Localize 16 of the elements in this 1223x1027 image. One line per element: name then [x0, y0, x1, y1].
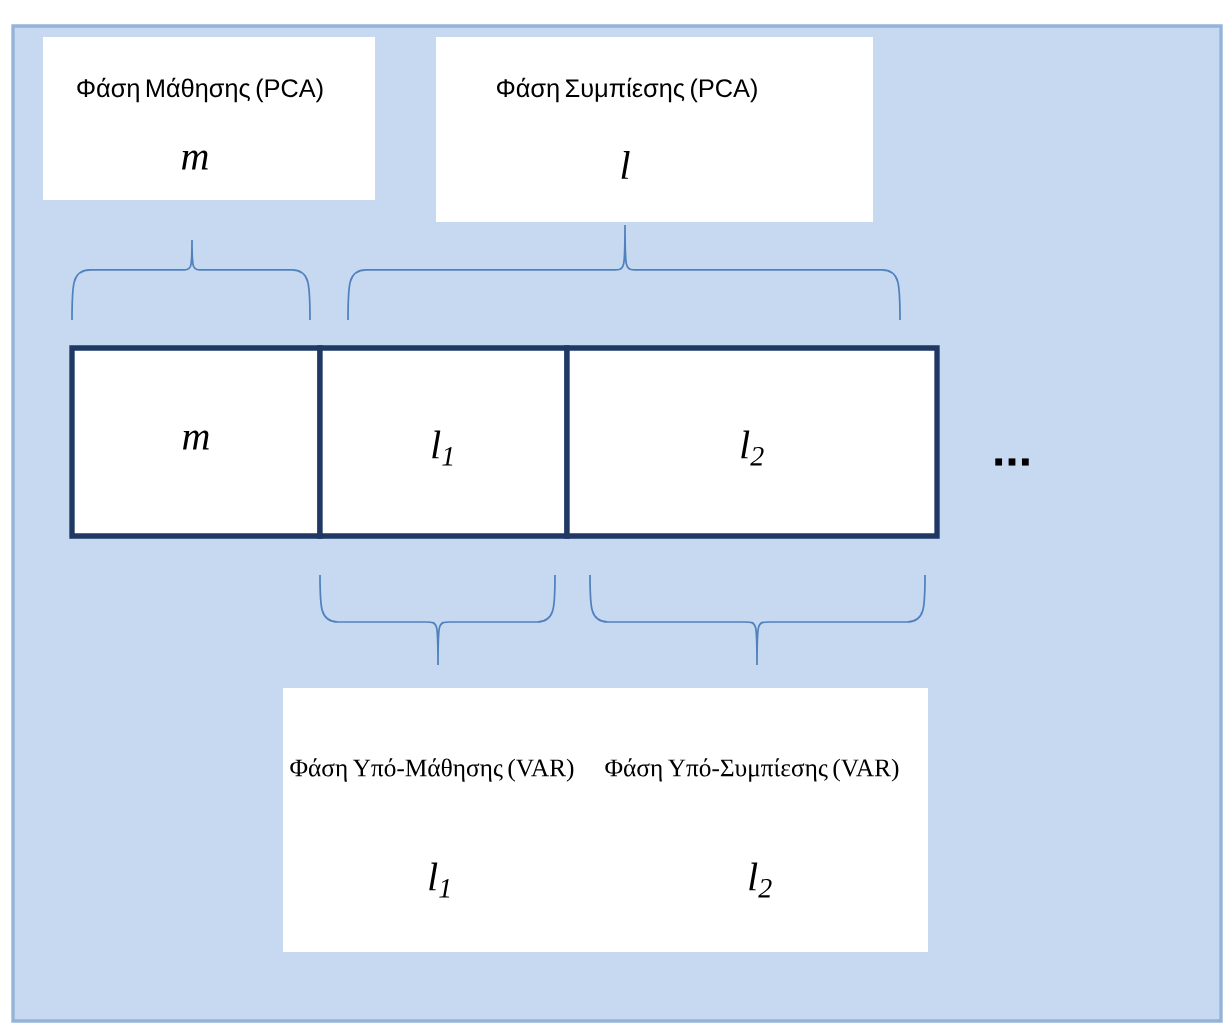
variable-label: l$_{1}$: [432, 430, 453, 466]
variable-label: m: [182, 150, 208, 170]
text-box: [436, 37, 873, 222]
segment-cell: [564, 345, 940, 539]
variable-label: m: [183, 430, 209, 450]
variable-label: l$_{1}$: [429, 862, 450, 898]
ellipsis: ...: [995, 458, 1029, 466]
text-box: [283, 688, 928, 952]
phase-label: Φάση Υπό-Μάθησης (VAR): [290, 758, 574, 782]
text-box: [43, 37, 375, 200]
phase-label: Φάση Μάθησης (PCA): [77, 77, 323, 103]
phase-label: Φάση Υπό-Συμπίεσης (VAR): [605, 758, 899, 782]
phase-label: Φάση Συμπίεσης (PCA): [497, 77, 757, 103]
variable-label: l$_{2}$: [749, 862, 772, 898]
variable-label: l: [621, 151, 630, 179]
variable-label: l$_{2}$: [741, 430, 764, 466]
